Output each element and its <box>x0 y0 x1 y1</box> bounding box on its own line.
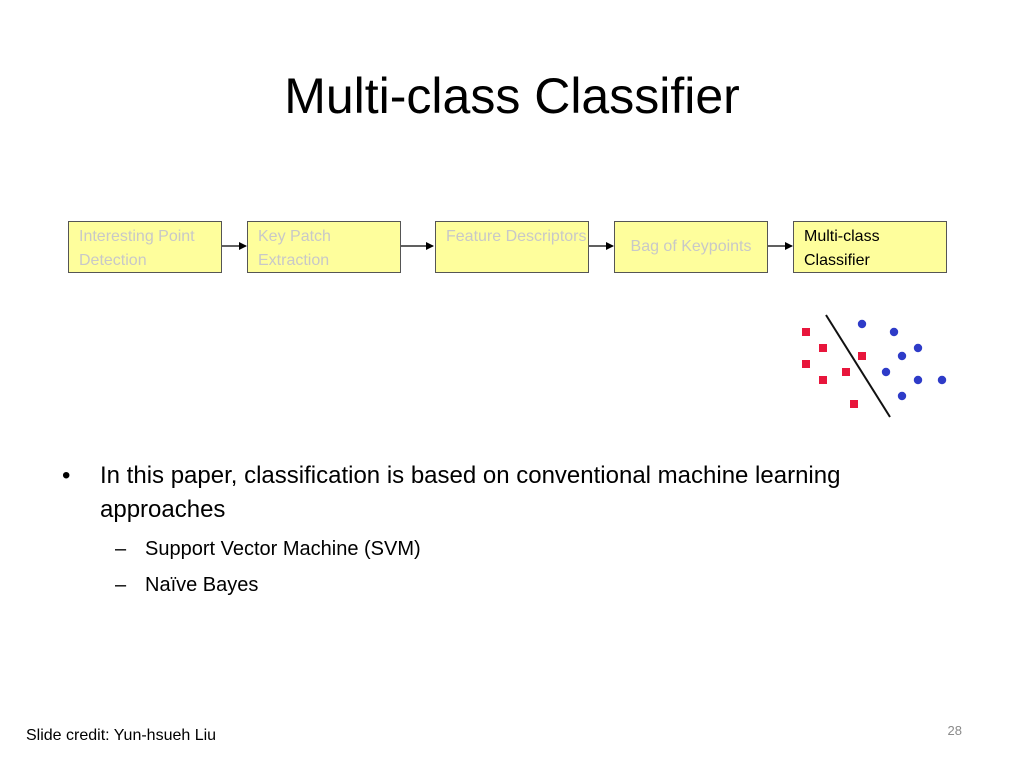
decision-boundary <box>825 314 891 418</box>
class-a-point <box>802 360 810 368</box>
class-b-point <box>897 391 907 401</box>
class-b-point <box>881 367 891 377</box>
sub-bullet-text: Naïve Bayes <box>145 574 259 596</box>
bullet-marker: • <box>62 462 71 489</box>
class-a-point <box>858 352 866 360</box>
bullet-text: In this paper, classification is based o… <box>100 462 841 523</box>
pipeline-step-label: Interesting Point Detection <box>79 228 195 269</box>
class-a-point <box>819 344 827 352</box>
pipeline-step-label: Bag of Keypoints <box>630 238 752 255</box>
class-b-point <box>913 343 923 353</box>
pipeline-step-interesting-point-detection: Interesting Point Detection <box>68 221 222 273</box>
sub-bullet-marker: – <box>115 538 127 560</box>
pipeline-step-key-patch-extraction: Key Patch Extraction <box>247 221 401 273</box>
sub-bullet-text: Support Vector Machine (SVM) <box>145 538 421 560</box>
class-a-point <box>850 400 858 408</box>
class-a-point <box>819 376 827 384</box>
class-a-points <box>802 328 866 408</box>
pipeline-step-label: Key Patch Extraction <box>258 228 331 269</box>
bullet-item: • In this paper, classification is based… <box>60 459 960 527</box>
sub-bullet-item: – Support Vector Machine (SVM) <box>60 531 960 567</box>
sub-bullet-item: – Naïve Bayes <box>60 567 960 603</box>
class-b-point <box>857 319 867 329</box>
pipeline-step-feature-descriptors: Feature Descriptors <box>435 221 589 273</box>
class-a-point <box>802 328 810 336</box>
slide-title: Multi-class Classifier <box>284 68 740 124</box>
pipeline-step-multi-class-classifier: Multi-class Classifier <box>793 221 947 273</box>
class-b-point <box>889 327 899 337</box>
slide-credit: Slide credit: Yun-hsueh Liu <box>26 727 217 744</box>
sub-bullet-marker: – <box>115 574 127 596</box>
slide-number: 28 <box>947 723 962 738</box>
bullet-list: • In this paper, classification is based… <box>60 459 960 603</box>
class-a-point <box>842 368 850 376</box>
pipeline-step-label: Feature Descriptors <box>446 228 587 245</box>
class-b-point <box>937 375 947 385</box>
svm-scatter-illustration <box>802 314 947 418</box>
class-b-point <box>897 351 907 361</box>
pipeline-step-label: Multi-class Classifier <box>804 228 880 269</box>
class-b-point <box>913 375 923 385</box>
class-b-points <box>857 319 947 401</box>
pipeline-step-bag-of-keypoints: Bag of Keypoints <box>614 221 768 273</box>
